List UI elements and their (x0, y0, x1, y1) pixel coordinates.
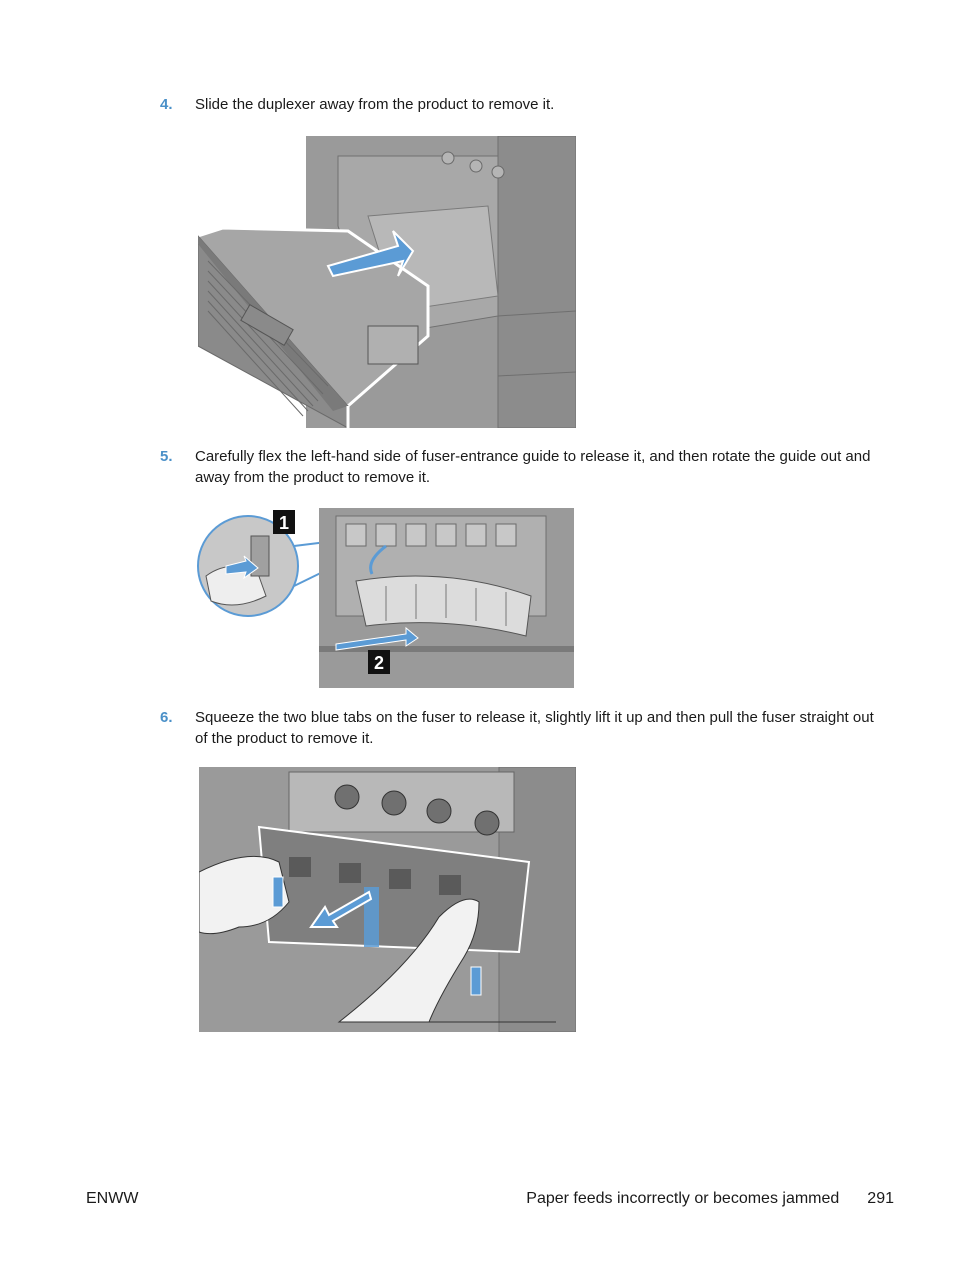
step-text: Carefully flex the left-hand side of fus… (195, 448, 871, 486)
callout-2-label: 2 (374, 653, 384, 673)
callout-1-label: 1 (279, 513, 289, 533)
fuser-removal-illustration (199, 767, 576, 1032)
step-number: 5. (160, 448, 173, 465)
fuser-entrance-guide-illustration: 1 2 (196, 506, 576, 690)
step-number: 6. (160, 709, 173, 726)
step-text: Slide the duplexer away from the product… (195, 96, 555, 113)
page-number: 291 (867, 1190, 894, 1207)
footer-left-label: ENWW (86, 1190, 139, 1207)
footer-section-title: Paper feeds incorrectly or becomes jamme… (526, 1190, 840, 1207)
step-number: 4. (160, 96, 173, 113)
step-text: Squeeze the two blue tabs on the fuser t… (195, 709, 874, 747)
footer-right: Paper feeds incorrectly or becomes jamme… (526, 1188, 894, 1210)
duplexer-removal-illustration (198, 136, 576, 428)
